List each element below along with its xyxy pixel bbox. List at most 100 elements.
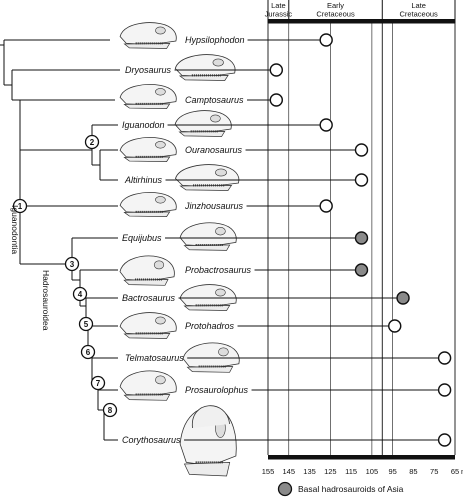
axis-tick-label: 105 bbox=[366, 467, 379, 476]
occurrence-marker-asia bbox=[396, 291, 410, 305]
axis-tick-label: 125 bbox=[324, 467, 337, 476]
skull-outline bbox=[119, 312, 177, 336]
skull-jaw bbox=[183, 244, 231, 251]
skull-orbit bbox=[155, 316, 166, 325]
skull-drawing bbox=[119, 84, 177, 109]
taxon-label: Telmatosaurus bbox=[125, 353, 184, 363]
skull-outline bbox=[174, 110, 232, 134]
occurrence-marker bbox=[269, 63, 284, 77]
skull-outline bbox=[179, 222, 237, 247]
skull-orbit bbox=[210, 114, 221, 123]
skull-illustrations bbox=[119, 22, 240, 477]
occurrence-marker-asia bbox=[354, 263, 369, 277]
occurrence-marker bbox=[437, 351, 452, 365]
skull-jaw bbox=[123, 103, 171, 109]
skull-orbit bbox=[155, 141, 166, 149]
skull-jaw bbox=[123, 156, 171, 162]
occurrence-marker-asia bbox=[354, 231, 369, 245]
skull-orbit bbox=[153, 260, 165, 270]
skull-jaw bbox=[178, 131, 226, 137]
skull-orbit bbox=[215, 227, 226, 236]
time-grid bbox=[267, 23, 456, 455]
period-label-line: Early bbox=[327, 1, 344, 10]
taxon-label: Equijubus bbox=[122, 233, 162, 243]
axis-tick-label: 85 bbox=[409, 467, 417, 476]
skull-drawing bbox=[119, 137, 177, 162]
occurrence-marker bbox=[269, 93, 284, 107]
skull-jaw bbox=[179, 185, 233, 191]
skull-drawing bbox=[179, 405, 237, 477]
skull-outline bbox=[119, 22, 177, 46]
legend-label: Basal hadrosauroids of Asia bbox=[298, 484, 404, 494]
skull-jaw bbox=[123, 333, 171, 339]
node-marker bbox=[78, 316, 94, 332]
skull-outline bbox=[119, 255, 175, 282]
skull-drawing bbox=[174, 110, 232, 137]
taxon-label: Bactrosaurus bbox=[122, 293, 176, 303]
taxon-label: Altirhinus bbox=[124, 175, 163, 185]
skull-jaw bbox=[123, 211, 171, 217]
taxon-label: Probactrosaurus bbox=[185, 265, 252, 275]
node-marker bbox=[102, 402, 118, 418]
taxon-label: Dryosaurus bbox=[125, 65, 172, 75]
node-marker bbox=[64, 256, 80, 272]
axis-tick-label: 155 bbox=[262, 467, 275, 476]
taxon-labels: HypsilophodonDryosaurusCamptosaurusIguan… bbox=[122, 35, 252, 445]
legend: Basal hadrosauroids of Asia bbox=[277, 481, 404, 497]
skull-orbit bbox=[155, 88, 166, 96]
skull-orbit bbox=[155, 196, 166, 204]
axis-unit: myr bbox=[461, 467, 463, 476]
skull-outline bbox=[175, 164, 240, 188]
occurrence-marker bbox=[388, 319, 402, 333]
skull-outline bbox=[179, 284, 237, 308]
skull-outline bbox=[174, 54, 236, 78]
skull-drawing bbox=[179, 222, 237, 251]
taxon-label: Hypsilophodon bbox=[185, 35, 245, 45]
taxon-label: Ouranosaurus bbox=[185, 145, 243, 155]
axis-tick-label: 75 bbox=[430, 467, 438, 476]
node-marker bbox=[12, 198, 28, 214]
axis-bar bbox=[268, 455, 455, 460]
axis-tick-label: 115 bbox=[345, 467, 357, 476]
node-number: 6 bbox=[86, 348, 91, 357]
taxon-label: Protohadros bbox=[185, 321, 235, 331]
skull-jaw bbox=[186, 366, 234, 373]
skull-jaw bbox=[183, 305, 231, 311]
skull-drawing bbox=[119, 255, 175, 286]
axis-tick-label: 65 bbox=[451, 467, 459, 476]
skull-drawing bbox=[182, 342, 240, 373]
timeline-bar bbox=[268, 19, 455, 24]
taxon-label: Corythosaurus bbox=[122, 435, 181, 445]
node-number: 2 bbox=[90, 138, 95, 147]
skull-outline bbox=[119, 192, 177, 214]
node-number: 4 bbox=[78, 290, 83, 299]
legend-swatch bbox=[277, 481, 293, 497]
skull-drawing bbox=[179, 284, 237, 311]
skull-orbit bbox=[155, 26, 166, 35]
skull-crest bbox=[192, 405, 231, 429]
skull-drawing bbox=[174, 54, 236, 81]
clade-label-iguanodontia: Iguanodontia bbox=[10, 205, 20, 254]
node-number: 8 bbox=[108, 406, 113, 415]
node-marker bbox=[80, 344, 96, 360]
node-number: 1 bbox=[18, 202, 23, 211]
occurrence-marker bbox=[354, 143, 369, 157]
skull-drawing bbox=[175, 164, 240, 191]
period-label-line: Late bbox=[411, 1, 426, 10]
skull-outline bbox=[119, 137, 177, 159]
node-number: 7 bbox=[96, 379, 101, 388]
period-label-line: Cretaceous bbox=[316, 10, 355, 19]
skull-outline bbox=[119, 84, 177, 106]
taxon-label: Prosaurolophus bbox=[185, 385, 249, 395]
occurrence-marker bbox=[437, 433, 452, 447]
axis-tick-label: 145 bbox=[283, 467, 296, 476]
occurrence-marker bbox=[319, 199, 333, 213]
skull-drawing bbox=[119, 22, 177, 49]
axis-tick-label: 95 bbox=[388, 467, 396, 476]
time-axis: 15514513512511510595857565myr bbox=[262, 455, 463, 476]
occurrence-marker bbox=[319, 33, 333, 47]
